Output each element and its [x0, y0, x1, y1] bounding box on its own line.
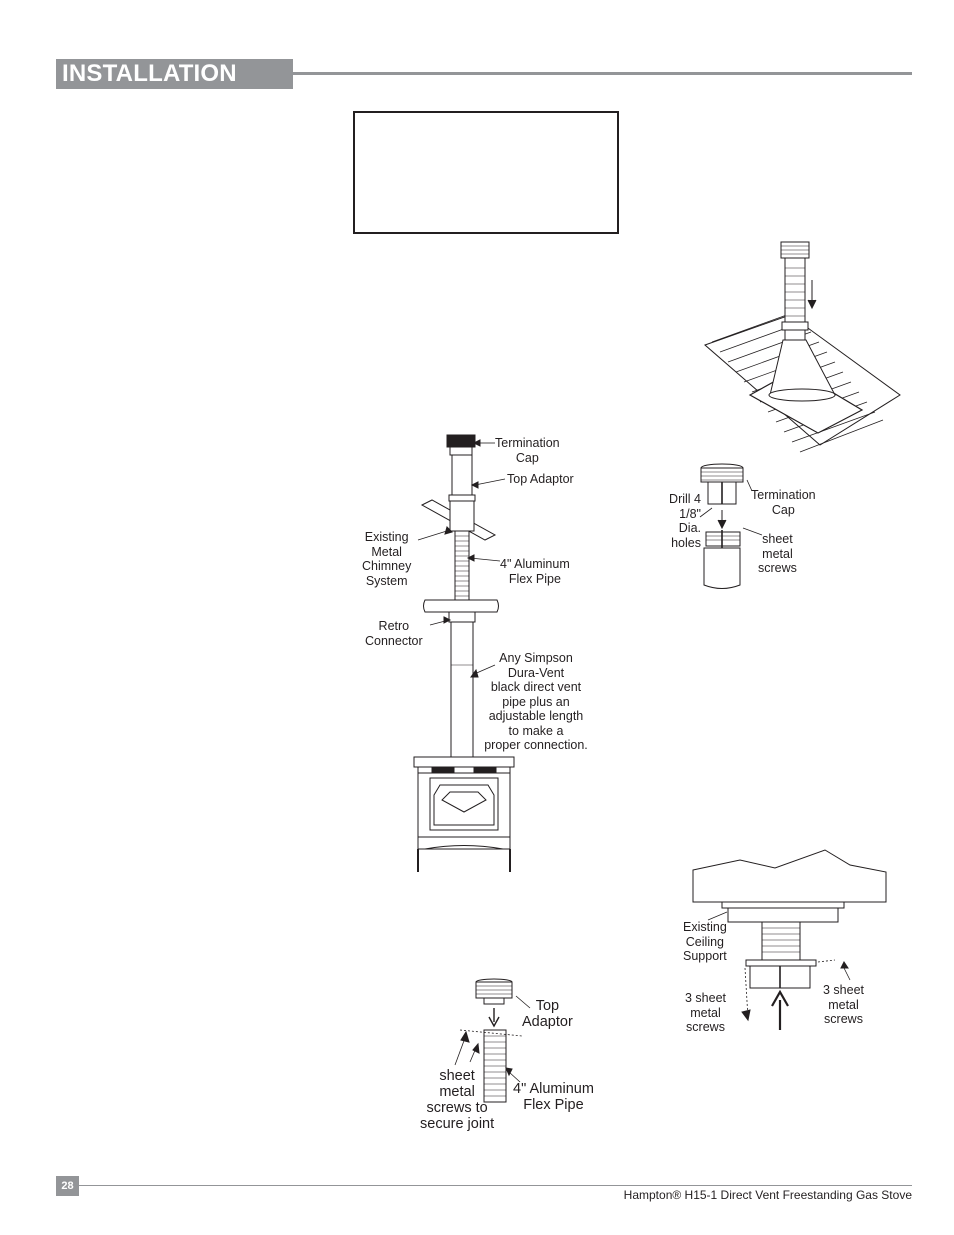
- label-drill-holes: Drill 4 1/8" Dia. holes: [669, 492, 701, 550]
- section-title: INSTALLATION: [56, 59, 293, 89]
- label-cap-termination: Termination Cap: [751, 488, 816, 517]
- notice-box: [353, 111, 619, 234]
- label-cap-screws: sheet metal screws: [758, 532, 797, 575]
- label-top-adaptor: Top Adaptor: [507, 472, 574, 486]
- label-flex-pipe: 4" Aluminum Flex Pipe: [500, 557, 570, 586]
- label-retro-connector: Retro Connector: [365, 619, 423, 648]
- label-adaptor: Top Adaptor: [522, 998, 573, 1030]
- label-screws-left: 3 sheet metal screws: [685, 991, 727, 1034]
- footer-rule: [79, 1185, 912, 1186]
- page-number: 28: [56, 1176, 79, 1196]
- label-adaptor-flex: 4" Aluminum Flex Pipe: [513, 1081, 594, 1113]
- label-ceiling-support: Existing Ceiling Support: [683, 920, 727, 963]
- label-simpson-pipe: Any Simpson Dura-Vent black direct vent …: [484, 651, 588, 752]
- label-existing-chimney: Existing Metal Chimney System: [362, 530, 412, 588]
- header-rule: [293, 72, 912, 75]
- label-termination-cap: Termination Cap: [495, 436, 560, 465]
- label-adaptor-screws: sheet metal screws to secure joint: [420, 1068, 495, 1132]
- footer-product-name: Hampton® H15-1 Direct Vent Freestanding …: [623, 1188, 912, 1202]
- label-screws-right: 3 sheet metal screws: [823, 983, 865, 1026]
